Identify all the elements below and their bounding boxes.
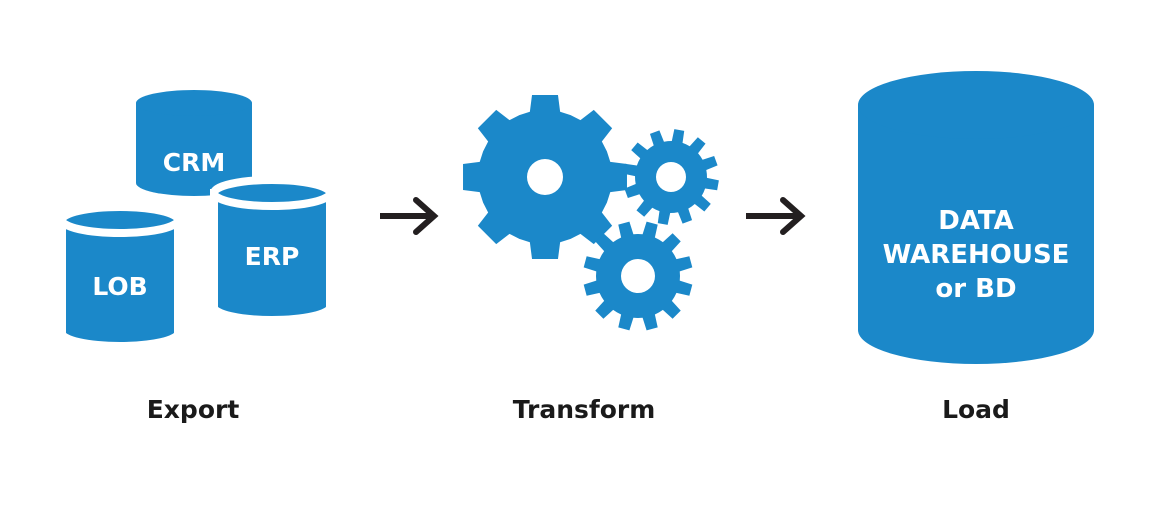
data-warehouse-label-line-2: WAREHOUSE — [883, 240, 1070, 270]
small-gear-icon — [623, 129, 719, 225]
transform-label: Transform — [513, 395, 656, 424]
arrow-right-icon — [746, 197, 806, 235]
erp-database: ERP — [210, 176, 334, 324]
gears-icon — [463, 95, 719, 331]
lob-database: LOB — [58, 203, 182, 350]
crm-database-label: CRM — [163, 148, 225, 177]
data-warehouse-label-line-1: DATA — [938, 206, 1014, 236]
erp-database-label: ERP — [245, 242, 300, 271]
load-label: Load — [942, 395, 1010, 424]
large-gear-icon — [463, 95, 627, 259]
crm-database: CRM — [136, 90, 252, 196]
data-warehouse-database: DATA WAREHOUSE or BD — [858, 71, 1094, 364]
export-label: Export — [147, 395, 240, 424]
medium-gear-icon — [583, 221, 693, 331]
lob-database-label: LOB — [92, 272, 147, 301]
arrow-right-icon — [380, 197, 439, 235]
export-group: CRM LOB ERP — [58, 90, 334, 350]
data-warehouse-label-line-3: or BD — [935, 274, 1016, 304]
